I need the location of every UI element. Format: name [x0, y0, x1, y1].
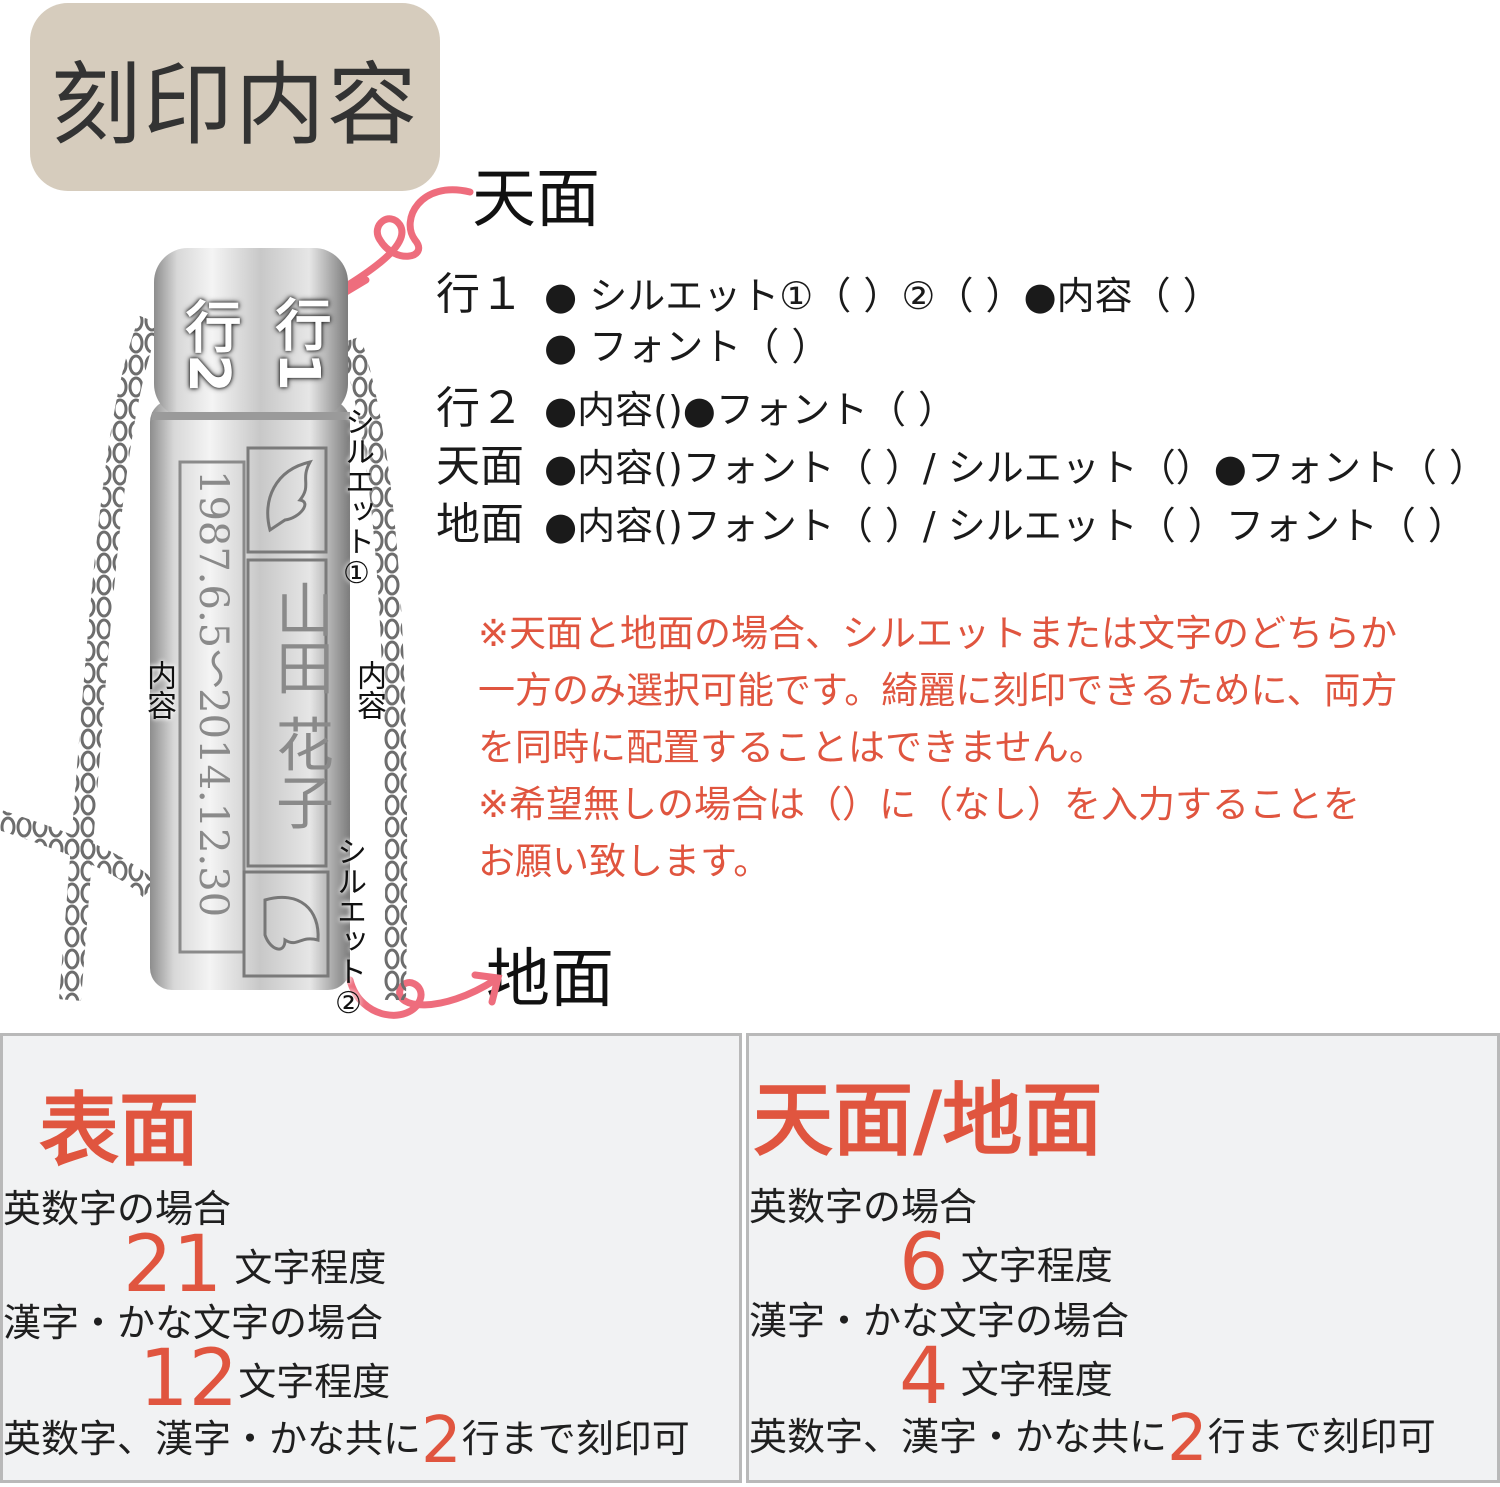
engraving-note: ※天面と地面の場合、シルエットまたは文字のどちらか 一方のみ選択可能です。綺麗に… — [478, 605, 1478, 890]
note-line: ※天面と地面の場合、シルエットまたは文字のどちらか — [478, 612, 1398, 655]
topbottom-kana-count-line: 4 文字程度 — [899, 1332, 1113, 1422]
diagram-row1-label: 行1 — [266, 296, 331, 391]
spec-row2-text: ●内容()●フォント（ ） — [544, 388, 957, 432]
diagram-silhouette2-label: シルエット② — [331, 836, 366, 1021]
topbottom-alnum-label: 英数字の場合 — [749, 1185, 978, 1229]
front-alnum-count-line: 21 文字程度 — [123, 1220, 386, 1310]
top-face-label: 天面 — [472, 163, 600, 237]
engraving-date: 1987.6.5～2014.12.30 — [190, 470, 236, 918]
front-alnum-suffix: 文字程度 — [234, 1246, 387, 1290]
spec-row1-label: 行１ — [436, 269, 524, 320]
topbottom-lines-suffix: 行まで刻印可 — [1207, 1415, 1436, 1459]
note-line: を同時に配置することはできません。 — [478, 726, 1106, 769]
spec-bottom: 地面 ●内容()フォント（ ）/ シルエット（ ）フォント（ ） — [436, 488, 1466, 552]
topbottom-lines-line: 英数字、漢字・かな共に2行まで刻印可 — [749, 1402, 1436, 1476]
spec-top: 天面 ●内容()フォント（ ）/ シルエット（）●フォント（ ） — [436, 430, 1487, 494]
product-photo: 1987.6.5～2014.12.30 山田 花子 — [0, 200, 420, 1030]
topbottom-lines-prefix: 英数字、漢字・かな共に — [749, 1415, 1168, 1459]
topbottom-kana-count: 4 — [899, 1332, 949, 1422]
spec-row1-line1: ● シルエット①（ ）②（ ）●内容（ ） — [544, 274, 1221, 318]
front-kana-suffix: 文字程度 — [238, 1360, 391, 1404]
front-alnum-label: 英数字の場合 — [3, 1187, 232, 1231]
spec-row2-label: 行２ — [436, 383, 524, 434]
spec-top-text: ●内容()フォント（ ）/ シルエット（）●フォント（ ） — [544, 446, 1488, 490]
diagram-content-right-label: 内容 — [351, 660, 386, 720]
front-lines-line: 英数字、漢字・かな共に2行まで刻印可 — [3, 1404, 690, 1478]
note-line: お願い致します。 — [478, 840, 771, 883]
spec-row1: 行１ ● シルエット①（ ）②（ ）●内容（ ） — [436, 258, 1221, 322]
spec-bottom-text: ●内容()フォント（ ）/ シルエット（ ）フォント（ ） — [544, 504, 1466, 548]
arrow-to-bottom-icon — [346, 971, 503, 1019]
front-alnum-count: 21 — [123, 1220, 223, 1310]
front-lines-prefix: 英数字、漢字・かな共に — [3, 1417, 422, 1461]
topbottom-panel-title: 天面/地面 — [753, 1074, 1103, 1167]
bottom-face-label: 地面 — [486, 943, 614, 1017]
note-line: ※希望無しの場合は（）に（なし）を入力することを — [478, 783, 1361, 826]
topbottom-alnum-count: 6 — [899, 1218, 949, 1308]
front-kana-count-line: 12文字程度 — [139, 1334, 390, 1424]
front-lines-count: 2 — [421, 1404, 462, 1478]
spec-bottom-label: 地面 — [436, 499, 524, 550]
diagram-content-left-label: 内容 — [141, 660, 176, 720]
title-badge: 刻印内容 — [30, 3, 440, 191]
top-bottom-panel: 天面/地面 英数字の場合 6 文字程度 漢字・かな文字の場合 4 文字程度 英数… — [746, 1033, 1500, 1483]
topbottom-lines-count: 2 — [1167, 1402, 1208, 1476]
front-panel-title: 表面 — [39, 1084, 199, 1177]
diagram-silhouette1-label: シルエット① — [339, 406, 374, 591]
topbottom-kana-label: 漢字・かな文字の場合 — [749, 1299, 1130, 1343]
front-kana-count: 12 — [139, 1334, 239, 1424]
spec-row1-line2: ● フォント（ ） — [544, 325, 830, 369]
note-line: 一方のみ選択可能です。綺麗に刻印できるために、両方 — [478, 669, 1398, 712]
page-title: 刻印内容 — [51, 53, 419, 158]
front-lines-suffix: 行まで刻印可 — [461, 1417, 690, 1461]
spec-top-label: 天面 — [436, 441, 524, 492]
topbottom-kana-suffix: 文字程度 — [960, 1358, 1113, 1402]
engraving-name: 山田 花子 — [266, 580, 334, 831]
front-face-panel: 表面 英数字の場合 21 文字程度 漢字・かな文字の場合 12文字程度 英数字、… — [0, 1033, 742, 1483]
spec-row2: 行２ ●内容()●フォント（ ） — [436, 372, 956, 436]
front-kana-label: 漢字・かな文字の場合 — [3, 1301, 384, 1345]
topbottom-alnum-suffix: 文字程度 — [960, 1244, 1113, 1288]
diagram-row2-label: 行2 — [176, 298, 241, 393]
topbottom-alnum-count-line: 6 文字程度 — [899, 1218, 1113, 1308]
